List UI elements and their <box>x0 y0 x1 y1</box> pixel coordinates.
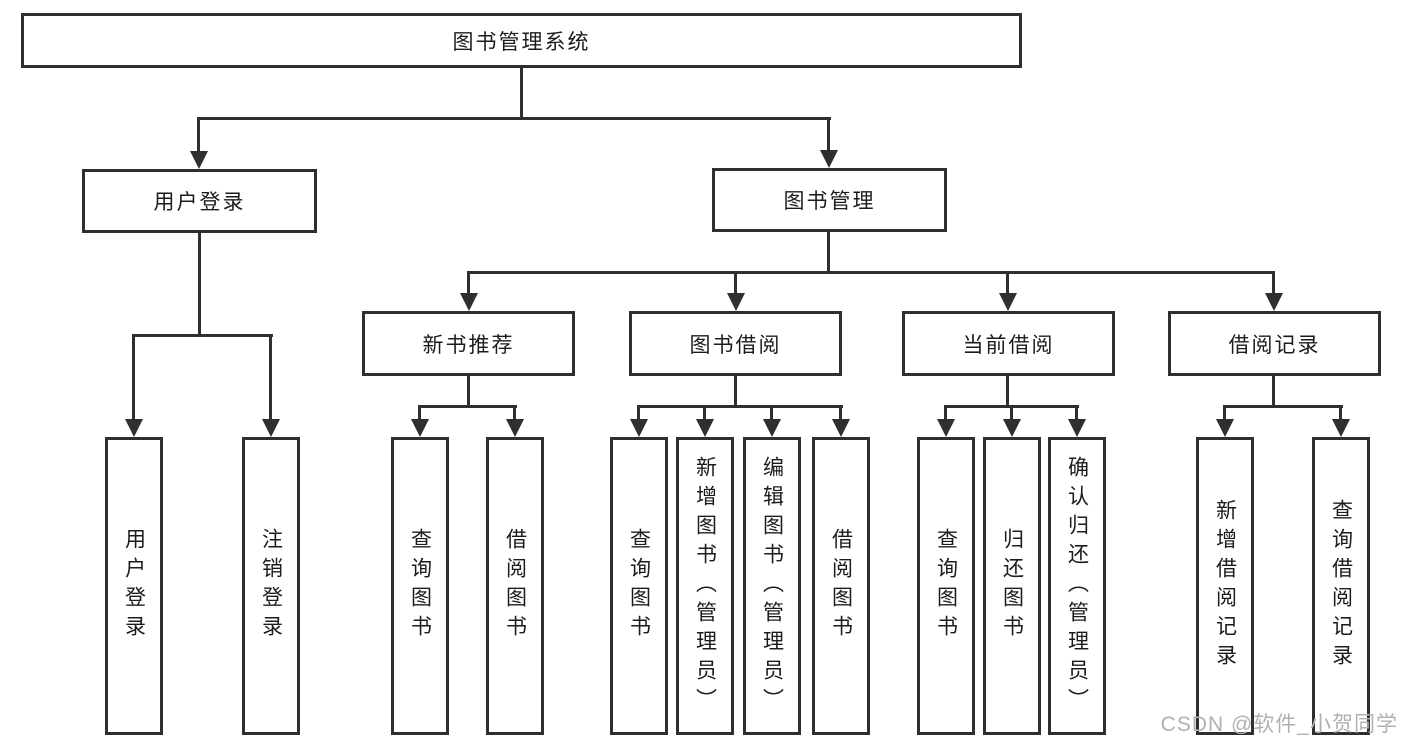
csdn-watermark: CSDN @软件_小贺同学 <box>1160 713 1398 736</box>
leaf-label: 查询图书 <box>934 528 958 644</box>
arrow-down-icon <box>1339 406 1342 419</box>
arrow-down-icon <box>269 335 272 419</box>
arrow-down-icon <box>703 406 706 419</box>
leaf-label: 确认归还（管理员） <box>1065 455 1089 717</box>
node-label: 图书管理系统 <box>452 30 591 54</box>
arrow-down-icon <box>1272 272 1275 293</box>
leaf-label: 借阅图书 <box>829 528 853 644</box>
leaf-label: 新增借阅记录 <box>1213 499 1237 673</box>
leaf-records-add-record: 新增借阅记录 <box>1196 437 1254 735</box>
node-label: 用户登录 <box>153 191 246 214</box>
node-book-management: 图书管理 <box>712 168 947 232</box>
arrow-down-icon <box>827 118 830 150</box>
connector-borrow-hbar <box>637 405 843 408</box>
arrow-down-icon <box>513 406 516 419</box>
connector-user-login-stem <box>198 233 201 335</box>
arrow-down-icon <box>418 406 421 419</box>
connector-current-stem <box>1006 376 1009 407</box>
arrow-down-icon <box>1010 406 1013 419</box>
arrow-down-icon <box>734 272 737 293</box>
arrow-down-icon <box>770 406 773 419</box>
arrow-down-icon <box>467 272 470 293</box>
leaf-user-login: 用户登录 <box>105 437 163 735</box>
node-user-login: 用户登录 <box>82 169 317 233</box>
leaf-recommend-query-books: 查询图书 <box>391 437 449 735</box>
leaf-label: 归还图书 <box>1000 528 1024 644</box>
leaf-borrow-borrow-books: 借阅图书 <box>812 437 870 735</box>
leaf-borrow-edit-books-admin: 编辑图书（管理员） <box>743 437 801 735</box>
node-label: 借阅记录 <box>1228 333 1321 357</box>
arrow-down-icon <box>132 335 135 419</box>
connector-recommend-hbar <box>418 405 517 408</box>
connector-recommend-stem <box>467 376 470 407</box>
leaf-borrow-query-books: 查询图书 <box>610 437 668 735</box>
connector-root-hbar <box>197 117 831 120</box>
leaf-logout: 注销登录 <box>242 437 300 735</box>
node-borrow-records: 借阅记录 <box>1168 311 1381 376</box>
connector-records-hbar <box>1223 405 1343 408</box>
node-label: 当前借阅 <box>962 333 1055 357</box>
leaf-label: 查询图书 <box>408 528 432 644</box>
connector-borrow-stem <box>734 376 737 407</box>
node-current-borrow: 当前借阅 <box>902 311 1115 376</box>
arrow-down-icon <box>1006 272 1009 293</box>
leaf-recommend-borrow-books: 借阅图书 <box>486 437 544 735</box>
leaf-label: 编辑图书（管理员） <box>760 455 784 717</box>
connector-book-mgmt-stem <box>827 232 830 272</box>
arrow-down-icon <box>1075 406 1078 419</box>
connector-records-stem <box>1272 376 1275 407</box>
node-book-borrow: 图书借阅 <box>629 311 842 376</box>
leaf-label: 查询借阅记录 <box>1329 499 1353 673</box>
leaf-label: 查询图书 <box>627 528 651 644</box>
connector-root-stem <box>520 68 523 118</box>
leaf-label: 注销登录 <box>259 528 283 644</box>
arrow-down-icon <box>197 118 200 151</box>
leaf-current-query-books: 查询图书 <box>917 437 975 735</box>
leaf-label: 新增图书（管理员） <box>693 455 717 717</box>
node-library-management-system: 图书管理系统 <box>21 13 1022 68</box>
arrow-down-icon <box>1223 406 1226 419</box>
connector-book-mgmt-hbar <box>467 271 1275 274</box>
node-label: 新书推荐 <box>422 333 515 357</box>
node-new-book-recommend: 新书推荐 <box>362 311 575 376</box>
leaf-label: 借阅图书 <box>503 528 527 644</box>
leaf-borrow-add-books-admin: 新增图书（管理员） <box>676 437 734 735</box>
leaf-current-return-books: 归还图书 <box>983 437 1041 735</box>
node-label: 图书借阅 <box>689 333 782 357</box>
leaf-records-query-record: 查询借阅记录 <box>1312 437 1370 735</box>
connector-user-login-hbar <box>132 334 273 337</box>
leaf-label: 用户登录 <box>122 528 146 644</box>
arrow-down-icon <box>944 406 947 419</box>
node-label: 图书管理 <box>783 190 876 213</box>
leaf-current-confirm-return-admin: 确认归还（管理员） <box>1048 437 1106 735</box>
arrow-down-icon <box>839 406 842 419</box>
arrow-down-icon <box>637 406 640 419</box>
